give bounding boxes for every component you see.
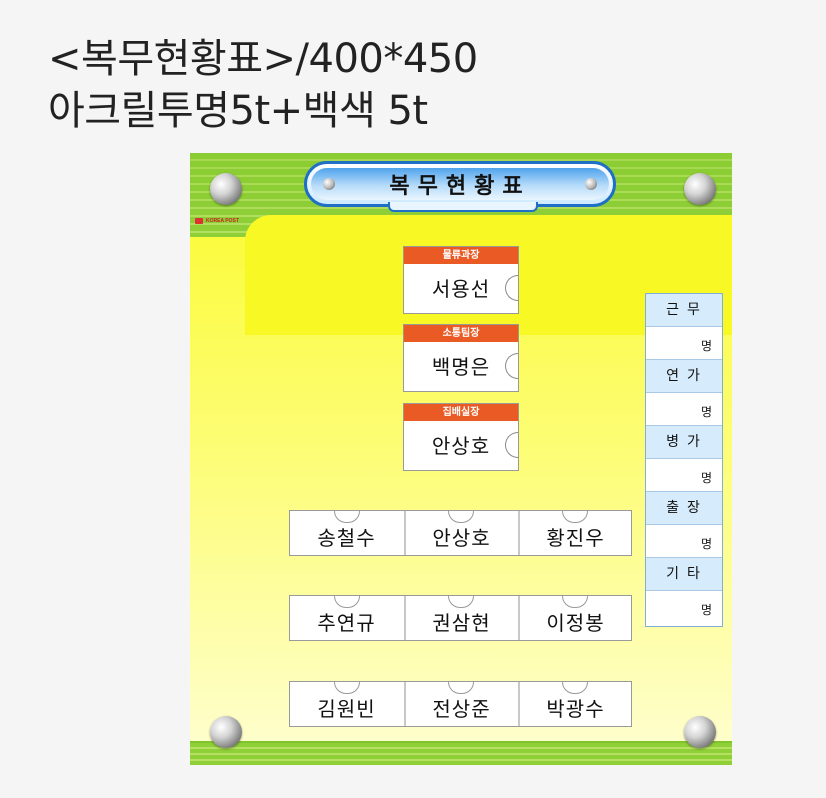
screw-top-right-icon <box>684 173 716 205</box>
bottom-stripe-band <box>190 743 732 765</box>
staff-slot: 권삼현 <box>404 596 517 640</box>
officer-name: 서용선 <box>431 277 491 301</box>
title-screw-left-icon <box>323 178 335 190</box>
officer-name: 백명은 <box>431 355 491 379</box>
staff-slot: 안상호 <box>404 511 517 555</box>
status-count: 명 <box>646 591 722 624</box>
staff-row: 추연규 권삼현 이정봉 <box>289 595 632 641</box>
logo-text: KOREA POST <box>206 218 239 224</box>
staff-row: 송철수 안상호 황진우 <box>289 510 632 556</box>
officer-card: 집배실장 안상호 <box>403 403 519 471</box>
screw-bottom-right-icon <box>684 716 716 748</box>
post-logo-icon <box>195 218 203 224</box>
staff-name: 전상준 <box>432 697 491 721</box>
title-plate: 복무현황표 <box>304 161 616 207</box>
status-category: 근무 <box>646 294 722 327</box>
staff-slot: 황진우 <box>518 511 631 555</box>
staff-name: 안상호 <box>432 526 491 550</box>
officer-role: 소통팀장 <box>404 325 518 342</box>
status-category: 기타 <box>646 558 722 591</box>
staff-slot: 이정봉 <box>518 596 631 640</box>
status-count: 명 <box>646 393 722 426</box>
status-category: 출장 <box>646 492 722 525</box>
product-title: <복무현황표>/400*450 <box>48 36 478 82</box>
staff-row: 김원빈 전상준 박광수 <box>289 681 632 727</box>
staff-name: 추연규 <box>317 611 376 635</box>
status-count: 명 <box>646 327 722 360</box>
title-screw-right-icon <box>585 178 597 190</box>
status-panel: 근무 명 연가 명 병가 명 출장 명 기타 명 <box>645 293 723 627</box>
status-count: 명 <box>646 525 722 558</box>
staff-slot: 김원빈 <box>290 682 403 726</box>
officer-role: 집배실장 <box>404 404 518 421</box>
staff-name: 송철수 <box>317 526 376 550</box>
title-tab <box>388 202 538 212</box>
korea-post-logo: KOREA POST <box>195 217 239 225</box>
staff-name: 권삼현 <box>432 611 491 635</box>
staff-slot: 송철수 <box>290 511 403 555</box>
staff-slot: 전상준 <box>404 682 517 726</box>
officer-card: 소통팀장 백명은 <box>403 324 519 392</box>
officer-card: 물류과장 서용선 <box>403 246 519 314</box>
staff-name: 이정봉 <box>546 611 605 635</box>
duty-status-board: KOREA POST 복무현황표 물류과장 서용선 소통팀장 백명은 집배실장 … <box>190 153 732 765</box>
bottom-band-line <box>190 741 732 744</box>
staff-name: 박광수 <box>546 697 605 721</box>
staff-slot: 추연규 <box>290 596 403 640</box>
staff-name: 김원빈 <box>317 697 376 721</box>
officer-role: 물류과장 <box>404 247 518 264</box>
status-count: 명 <box>646 459 722 492</box>
title-inner: 복무현황표 <box>311 168 609 200</box>
product-spec: 아크릴투명5t+백색 5t <box>48 88 428 134</box>
staff-slot: 박광수 <box>518 682 631 726</box>
screw-bottom-left-icon <box>210 716 242 748</box>
status-category: 연가 <box>646 360 722 393</box>
board-title: 복무현황표 <box>389 174 531 199</box>
staff-name: 황진우 <box>546 526 605 550</box>
screw-top-left-icon <box>210 173 242 205</box>
status-category: 병가 <box>646 426 722 459</box>
officer-name: 안상호 <box>431 434 491 458</box>
